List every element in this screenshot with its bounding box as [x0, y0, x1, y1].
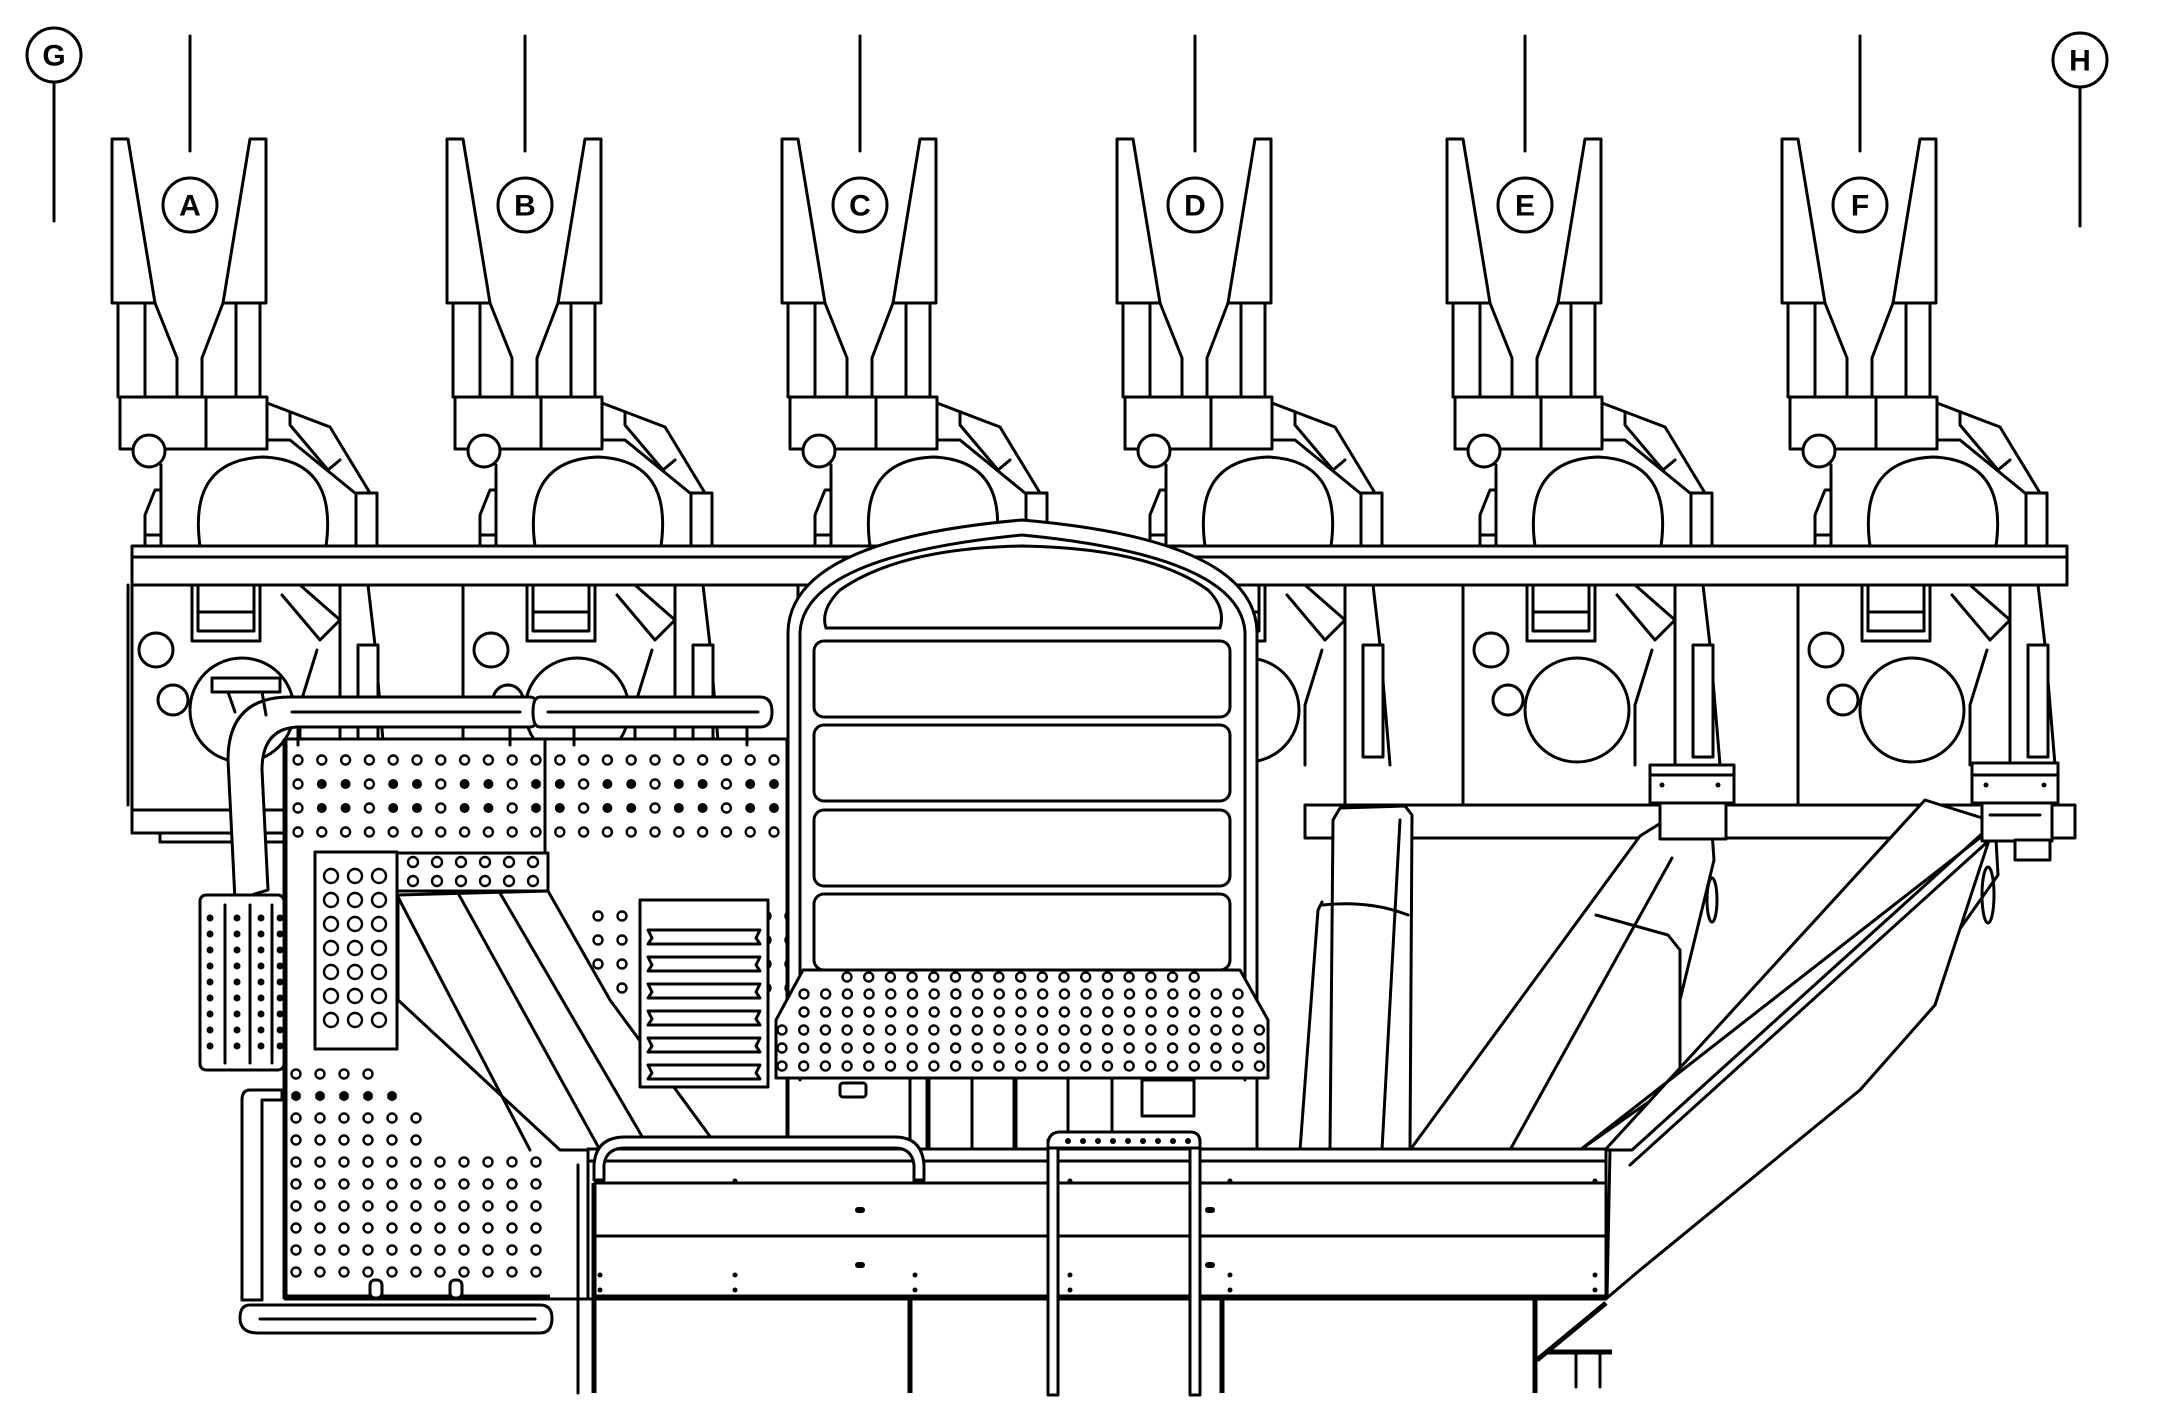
callout-h: H	[2051, 31, 2109, 228]
callout-e: E	[1496, 34, 1554, 234]
callout-a: A	[161, 34, 219, 234]
callout-g: G	[25, 26, 83, 223]
deck-handrail	[592, 1135, 926, 1182]
cab-panel-4	[812, 892, 1232, 972]
support-arms	[1298, 798, 2000, 1300]
support-arm-1	[1328, 804, 1414, 1152]
main-deck	[576, 1147, 1612, 1395]
unit-e	[1445, 137, 1722, 807]
callout-label: E	[1515, 190, 1535, 223]
callout-label: B	[514, 190, 536, 223]
inner-hole-panel	[313, 850, 399, 1051]
callout-label: H	[2069, 45, 2091, 78]
callout-label: C	[849, 190, 871, 223]
access-ladder	[1046, 1130, 1202, 1397]
callout-label: F	[1851, 190, 1869, 223]
under-cab-structure	[838, 1076, 1196, 1152]
callout-b: B	[496, 34, 554, 234]
cab-dome-window	[823, 544, 1223, 630]
cab-panel-2	[812, 723, 1232, 803]
callout-labels: A B C D E F G H	[25, 26, 2109, 234]
callout-f: F	[1831, 34, 1889, 234]
callout-label: D	[1184, 190, 1206, 223]
upper-handrail	[210, 676, 774, 902]
callout-label: A	[179, 190, 201, 223]
arm-brackets	[1648, 761, 2060, 862]
cab-step-plate	[774, 968, 1270, 1080]
callout-label: G	[42, 40, 65, 73]
louver-vent	[638, 898, 770, 1089]
plate-strip	[395, 851, 550, 893]
unit-b	[445, 137, 722, 807]
callout-d: D	[1166, 34, 1224, 234]
unit-f	[1780, 137, 2057, 807]
callout-c: C	[831, 34, 889, 234]
cab-panel-3	[812, 808, 1232, 888]
left-vertical-handrail	[238, 1088, 554, 1335]
left-side-step	[198, 893, 286, 1072]
cab-panel-1	[812, 639, 1232, 719]
